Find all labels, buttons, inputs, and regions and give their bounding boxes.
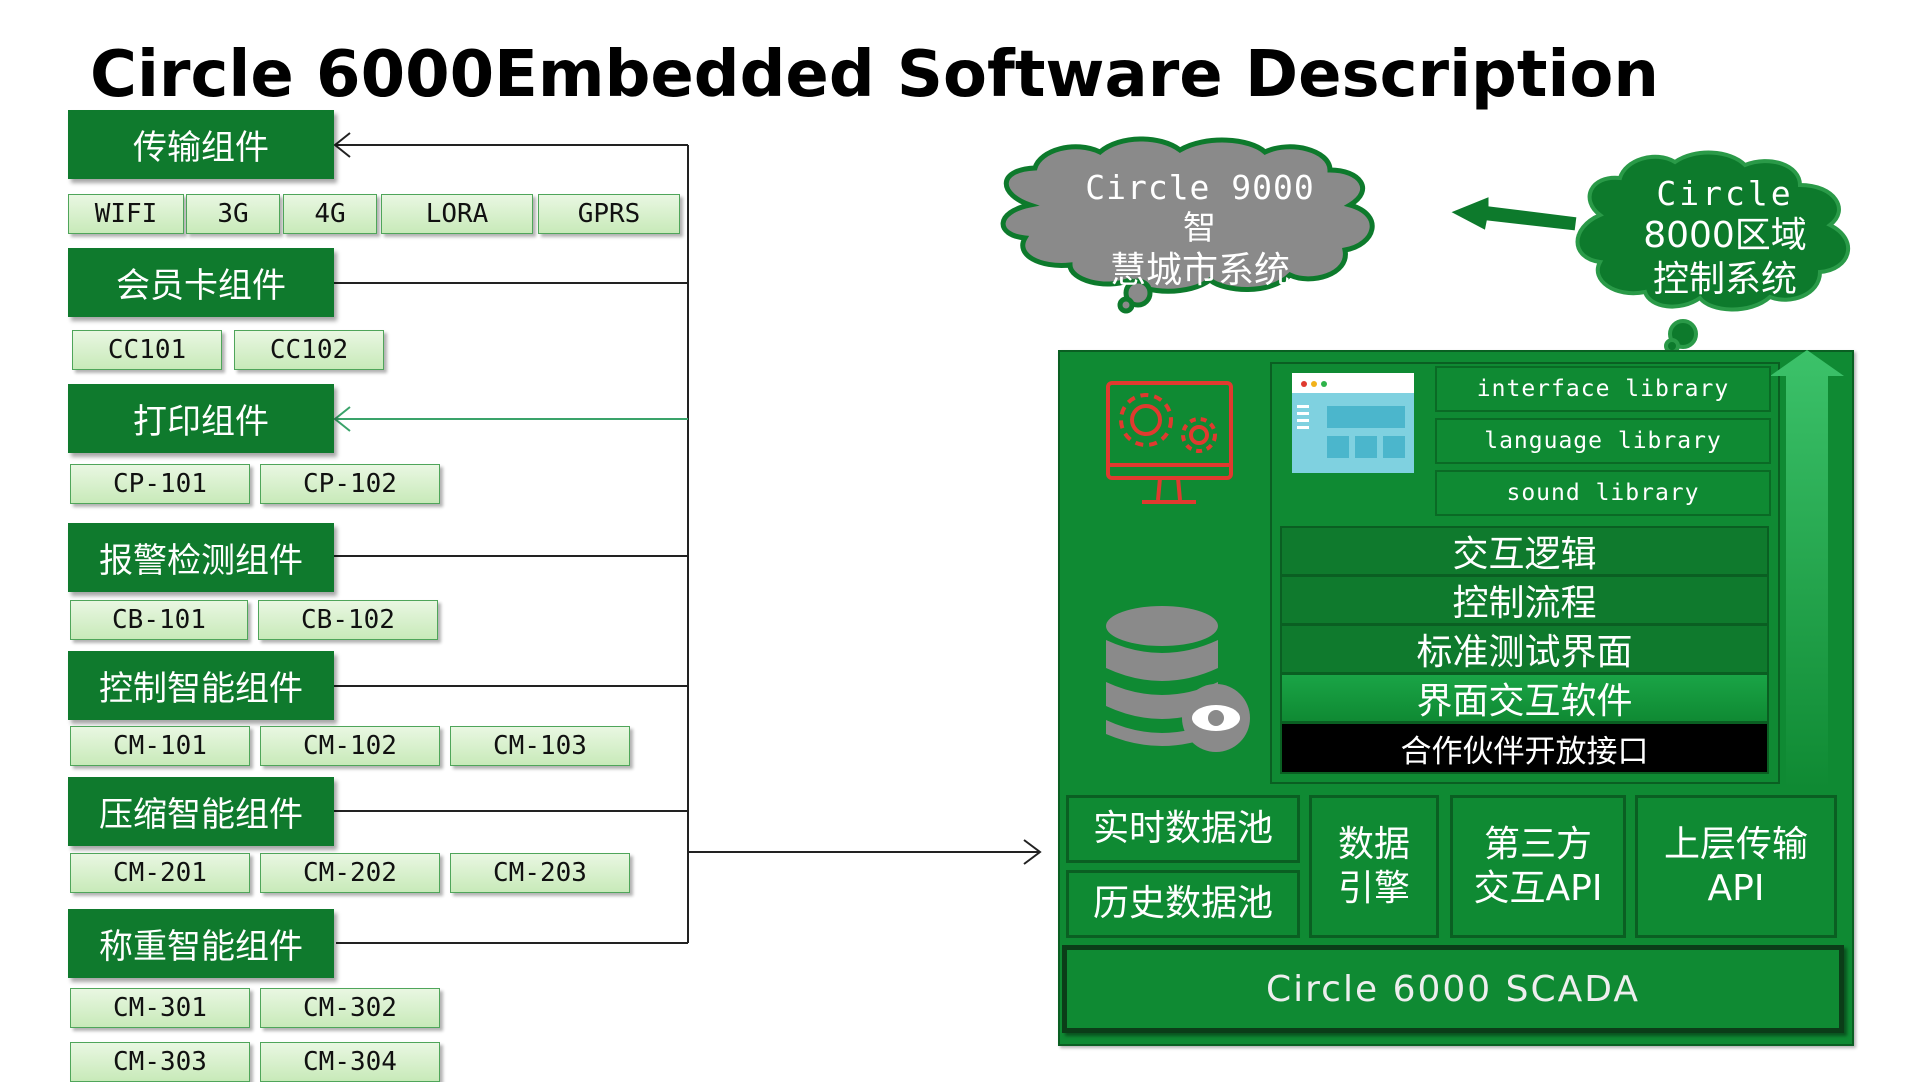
chip-cc101: CC101 xyxy=(72,330,222,370)
arrow-head xyxy=(1023,839,1042,865)
gray-cloud xyxy=(1000,136,1375,314)
data-engine-line-1: 数据 xyxy=(1337,824,1410,866)
interface-library: interface library xyxy=(1435,366,1771,412)
realtime-data-pool: 实时数据池 xyxy=(1066,795,1300,863)
left-arrow-icon xyxy=(1444,192,1580,235)
green-cloud xyxy=(1575,150,1851,354)
arrow-head-print xyxy=(333,406,351,432)
layer-ui-interaction-software: 界面交互软件 xyxy=(1280,673,1769,723)
arrow-head xyxy=(333,132,351,158)
chip-cm203: CM-203 xyxy=(450,853,630,893)
green-cloud-label: Circle 8000区域 控制系统 xyxy=(1615,174,1835,302)
layer-control-flow: 控制流程 xyxy=(1280,575,1769,625)
gray-cloud-line-2: 慧城市系统 xyxy=(1109,249,1290,291)
third-party-line-1: 第三方 xyxy=(1483,824,1592,866)
chip-cb101: CB-101 xyxy=(70,600,248,640)
upper-transfer-line-2: API xyxy=(1707,867,1765,909)
chip-cm102: CM-102 xyxy=(260,726,440,766)
chip-cm201: CM-201 xyxy=(70,853,250,893)
chip-cm202: CM-202 xyxy=(260,853,440,893)
gray-cloud-label: Circle 9000智 慧城市系统 xyxy=(1070,168,1330,292)
third-party-api: 第三方 交互API xyxy=(1450,795,1626,938)
layer-standard-test-ui: 标准测试界面 xyxy=(1280,624,1769,674)
chip-cm101: CM-101 xyxy=(70,726,250,766)
component-print: 打印组件 xyxy=(68,384,334,453)
chip-wifi: WIFI xyxy=(68,194,184,234)
chip-lora: LORA xyxy=(381,194,533,234)
chip-cp101: CP-101 xyxy=(70,464,250,504)
chip-cp102: CP-102 xyxy=(260,464,440,504)
chip-4g: 4G xyxy=(283,194,377,234)
data-engine-line-2: 引擎 xyxy=(1337,867,1410,909)
chip-cm302: CM-302 xyxy=(260,988,440,1028)
green-cloud-line-2: 8000区域 xyxy=(1643,215,1807,257)
component-transfer: 传输组件 xyxy=(68,110,334,179)
chip-cm303: CM-303 xyxy=(70,1042,250,1082)
upper-transfer-api: 上层传输 API xyxy=(1635,795,1837,938)
chip-cm301: CM-301 xyxy=(70,988,250,1028)
component-alarm: 报警检测组件 xyxy=(68,523,334,592)
chip-cc102: CC102 xyxy=(234,330,384,370)
chip-gprs: GPRS xyxy=(538,194,680,234)
layer-partner-open-interface: 合作伙伴开放接口 xyxy=(1280,722,1769,774)
component-control-ai: 控制智能组件 xyxy=(68,651,334,720)
chip-cm103: CM-103 xyxy=(450,726,630,766)
gray-cloud-line-1: Circle 9000智 xyxy=(1085,168,1315,248)
component-compress-ai: 压缩智能组件 xyxy=(68,777,334,846)
upper-transfer-line-1: 上层传输 xyxy=(1663,824,1808,866)
sound-library: sound library xyxy=(1435,470,1771,516)
green-cloud-line-1: Circle xyxy=(1656,174,1794,213)
layer-interaction-logic: 交互逻辑 xyxy=(1280,526,1769,576)
chip-cm304: CM-304 xyxy=(260,1042,440,1082)
third-party-line-2: 交互API xyxy=(1473,867,1603,909)
chip-3g: 3G xyxy=(186,194,280,234)
upper-frame xyxy=(1270,362,1780,784)
component-member-card: 会员卡组件 xyxy=(68,248,334,317)
component-weighing-ai: 称重智能组件 xyxy=(68,909,334,978)
history-data-pool: 历史数据池 xyxy=(1066,870,1300,938)
green-cloud-line-3: 控制系统 xyxy=(1652,259,1797,301)
scada-bar: Circle 6000 SCADA xyxy=(1062,945,1844,1033)
language-library: language library xyxy=(1435,418,1771,464)
chip-cb102: CB-102 xyxy=(258,600,438,640)
page-title: Circle 6000Embedded Software Description xyxy=(90,38,1659,112)
data-engine: 数据 引擎 xyxy=(1309,795,1439,938)
